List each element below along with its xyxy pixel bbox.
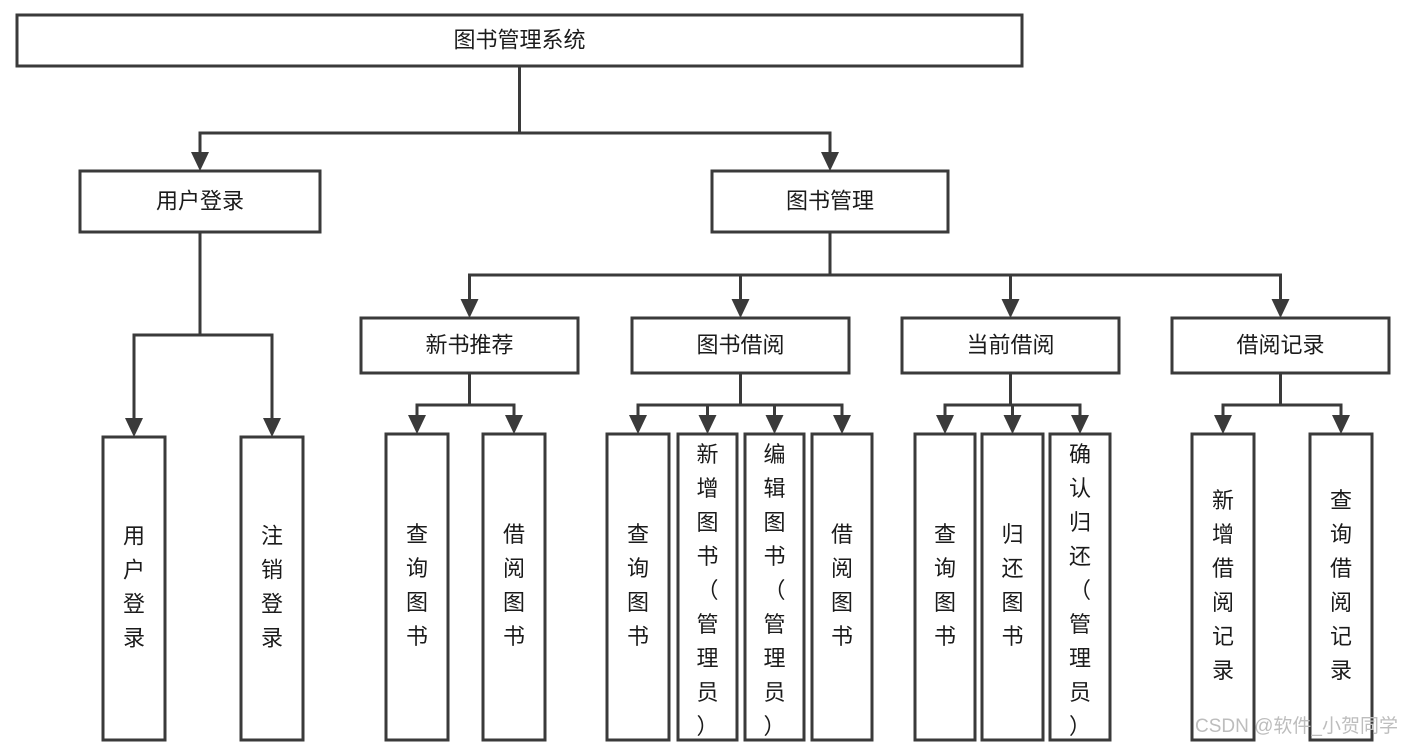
node-label-borrow-records: 借阅记录 bbox=[1236, 332, 1324, 357]
node-box-book-management bbox=[710, 169, 950, 234]
node-label-current-return-book: 归还图书 bbox=[1001, 522, 1023, 649]
node-label-root: 图书管理系统 bbox=[453, 27, 585, 52]
arrow-head-icon bbox=[629, 415, 647, 434]
node-borrow-records[interactable]: 借阅记录 bbox=[1170, 316, 1391, 375]
arrow-head-icon bbox=[698, 415, 717, 434]
node-current-query-book[interactable]: 查询图书 bbox=[913, 432, 977, 742]
node-box-user-login-leaf bbox=[101, 435, 167, 742]
node-layer: 图书管理系统用户登录图书管理用户登录注销登录新书推荐图书借阅当前借阅借阅记录查询… bbox=[15, 13, 1391, 742]
node-label-new-book-recommend: 新书推荐 bbox=[425, 332, 513, 357]
arrow-head-icon bbox=[1003, 415, 1022, 434]
arrow-head-icon bbox=[1332, 415, 1350, 434]
arrow-head-icon bbox=[505, 415, 523, 434]
node-box-borrow-query-book bbox=[605, 432, 671, 742]
node-book-borrow[interactable]: 图书借阅 bbox=[630, 316, 851, 375]
node-box-recommend-borrow-book bbox=[481, 432, 547, 742]
node-user-login-leaf[interactable]: 用户登录 bbox=[101, 435, 167, 742]
node-label-book-borrow: 图书借阅 bbox=[696, 332, 784, 357]
node-label-records-add-record: 新增借阅记录 bbox=[1212, 488, 1234, 683]
arrow-head-icon bbox=[833, 415, 851, 434]
node-label-borrow-add-book-admin: 新增图书（管理员） bbox=[696, 442, 718, 739]
node-label-recommend-query-book: 查询图书 bbox=[406, 522, 428, 649]
node-label-user-login: 用户登录 bbox=[156, 188, 244, 213]
node-box-book-borrow bbox=[630, 316, 851, 375]
node-box-current-borrow bbox=[900, 316, 1121, 375]
node-box-current-return-book bbox=[980, 432, 1045, 742]
arrow-head-icon bbox=[936, 415, 954, 434]
node-label-borrow-borrow-book: 借阅图书 bbox=[831, 522, 853, 649]
node-label-book-management: 图书管理 bbox=[786, 188, 874, 213]
node-box-borrow-borrow-book bbox=[810, 432, 874, 742]
node-label-borrow-edit-book-admin: 编辑图书（管理员） bbox=[763, 442, 785, 739]
node-borrow-edit-book-admin[interactable]: 编辑图书（管理员） bbox=[743, 432, 806, 742]
node-box-records-add-record bbox=[1190, 432, 1256, 742]
arrow-head-icon bbox=[1001, 299, 1020, 318]
node-user-logout-leaf[interactable]: 注销登录 bbox=[239, 435, 305, 742]
node-box-borrow-records bbox=[1170, 316, 1391, 375]
node-current-confirm-return-admin[interactable]: 确认归还（管理员） bbox=[1048, 432, 1112, 742]
arrow-head-icon bbox=[765, 415, 784, 434]
arrow-head-icon bbox=[731, 299, 750, 318]
arrow-head-icon bbox=[821, 152, 839, 171]
node-label-recommend-borrow-book: 借阅图书 bbox=[503, 522, 525, 649]
arrow-head-icon bbox=[125, 418, 143, 437]
node-borrow-add-book-admin[interactable]: 新增图书（管理员） bbox=[676, 432, 739, 742]
node-label-user-logout-leaf: 注销登录 bbox=[261, 523, 283, 650]
arrow-head-icon bbox=[191, 152, 209, 171]
node-box-user-login bbox=[78, 169, 322, 234]
arrow-head-icon bbox=[460, 299, 479, 318]
node-box-recommend-query-book bbox=[384, 432, 450, 742]
node-box-records-query-record bbox=[1308, 432, 1374, 742]
node-label-records-query-record: 查询借阅记录 bbox=[1330, 488, 1352, 683]
node-box-current-query-book bbox=[913, 432, 977, 742]
node-box-borrow-add-book-admin bbox=[676, 432, 739, 742]
node-box-user-logout-leaf bbox=[239, 435, 305, 742]
node-recommend-query-book[interactable]: 查询图书 bbox=[384, 432, 450, 742]
arrow-head-icon bbox=[408, 415, 426, 434]
node-records-query-record[interactable]: 查询借阅记录 bbox=[1308, 432, 1374, 742]
node-box-root bbox=[15, 13, 1024, 68]
node-current-return-book[interactable]: 归还图书 bbox=[980, 432, 1045, 742]
node-box-current-confirm-return-admin bbox=[1048, 432, 1112, 742]
node-new-book-recommend[interactable]: 新书推荐 bbox=[359, 316, 580, 375]
node-book-management[interactable]: 图书管理 bbox=[710, 169, 950, 234]
node-recommend-borrow-book[interactable]: 借阅图书 bbox=[481, 432, 547, 742]
node-root[interactable]: 图书管理系统 bbox=[15, 13, 1024, 68]
node-label-current-confirm-return-admin: 确认归还（管理员） bbox=[1069, 442, 1091, 739]
node-current-borrow[interactable]: 当前借阅 bbox=[900, 316, 1121, 375]
node-box-borrow-edit-book-admin bbox=[743, 432, 806, 742]
arrow-head-icon bbox=[263, 418, 281, 437]
node-label-user-login-leaf: 用户登录 bbox=[123, 523, 145, 650]
arrow-head-icon bbox=[1071, 415, 1089, 434]
node-user-login[interactable]: 用户登录 bbox=[78, 169, 322, 234]
node-borrow-query-book[interactable]: 查询图书 bbox=[605, 432, 671, 742]
arrow-head-icon bbox=[1214, 415, 1232, 434]
node-records-add-record[interactable]: 新增借阅记录 bbox=[1190, 432, 1256, 742]
node-box-new-book-recommend bbox=[359, 316, 580, 375]
csdn-watermark: CSDN @软件_小贺同学 bbox=[1195, 715, 1398, 737]
arrow-head-icon bbox=[1271, 299, 1290, 318]
node-label-borrow-query-book: 查询图书 bbox=[627, 522, 649, 649]
connector-layer bbox=[125, 64, 1350, 437]
node-borrow-borrow-book[interactable]: 借阅图书 bbox=[810, 432, 874, 742]
node-label-current-query-book: 查询图书 bbox=[934, 522, 956, 649]
node-label-current-borrow: 当前借阅 bbox=[966, 332, 1054, 357]
